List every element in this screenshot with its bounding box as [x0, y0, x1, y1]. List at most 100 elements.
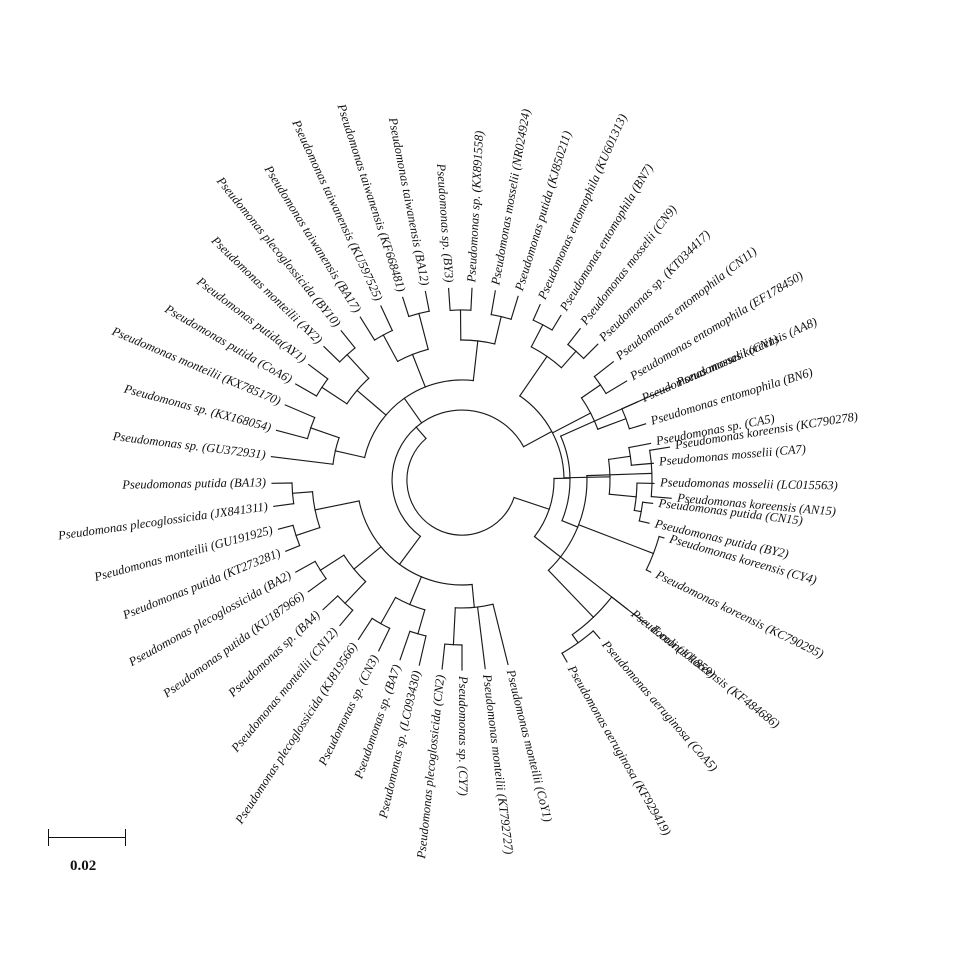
branch-line	[645, 569, 652, 573]
branch-line	[411, 353, 427, 388]
branch-line	[417, 609, 426, 635]
branch-line	[597, 417, 627, 430]
branch-line	[295, 526, 321, 537]
branch-line	[621, 401, 639, 410]
branch-line	[353, 545, 382, 570]
branch-line	[307, 363, 329, 380]
branch-line	[344, 580, 367, 605]
branch-line	[334, 450, 366, 459]
branch-line	[359, 316, 376, 341]
branch-line	[285, 544, 301, 552]
branch-line	[533, 535, 649, 626]
branch-line	[608, 493, 637, 498]
branch-line	[530, 324, 544, 348]
branch-line	[519, 355, 548, 397]
branch-line	[580, 384, 602, 399]
leaf-label: E.coli (J01859)	[647, 621, 718, 681]
branch-line	[630, 462, 654, 466]
branch-line	[561, 652, 568, 663]
branch-line	[551, 314, 562, 331]
branch-line	[322, 595, 339, 611]
leaf-label: Pseudomonas sp. (GU372931)	[111, 429, 266, 462]
branch-line	[273, 503, 295, 508]
branch-line	[415, 426, 427, 440]
branch-arc	[406, 437, 515, 536]
branch-line	[323, 345, 341, 363]
branch-line	[628, 442, 652, 449]
branch-line	[510, 295, 519, 321]
branch-line	[284, 404, 316, 419]
branch-line	[513, 496, 550, 510]
branch-line	[561, 519, 579, 528]
branch-line	[399, 630, 411, 661]
branch-line	[551, 412, 592, 434]
branch-line	[403, 397, 423, 424]
leaf-label: Pseudomonas sp. (KX891558)	[464, 130, 486, 283]
scale-bar-label: 0.02	[70, 858, 97, 874]
leaf-label: Pseudomonas putida (BA13)	[121, 475, 266, 492]
leaf-label: Pseudomonas sp. (CY7)	[456, 675, 470, 796]
branch-line	[452, 607, 456, 646]
branch-line	[357, 617, 373, 641]
branch-line	[638, 520, 650, 524]
branch-line	[472, 340, 479, 382]
branch-line	[319, 554, 345, 572]
branch-line	[346, 353, 370, 380]
branch-line	[649, 446, 671, 451]
branch-line	[295, 560, 316, 573]
branch-line	[494, 315, 502, 345]
branch-line	[270, 455, 334, 465]
branch-line	[577, 524, 655, 555]
branch-line	[321, 386, 348, 405]
branch-line	[586, 472, 653, 477]
branch-line	[492, 603, 509, 666]
branch-line	[567, 327, 582, 346]
branch-line	[340, 329, 356, 349]
branch-line	[377, 627, 391, 652]
scale-bar-line	[48, 828, 126, 846]
leaf-label: Pseudomonas aeruginosa (KF929419)	[564, 662, 673, 838]
branch-line	[658, 535, 665, 539]
branch-line	[490, 290, 496, 316]
branch-line	[471, 583, 475, 609]
branch-line	[380, 305, 394, 332]
branch-line	[356, 389, 387, 416]
branch-line	[409, 576, 423, 606]
branch-line	[476, 606, 486, 670]
branch-line	[307, 577, 327, 593]
branch-line	[605, 380, 628, 395]
branch-line	[291, 491, 314, 494]
branch-line	[424, 290, 430, 312]
branch-line	[275, 429, 309, 440]
branch-line	[607, 455, 631, 461]
branch-line	[633, 509, 642, 513]
branch-line	[382, 334, 399, 363]
branch-line	[447, 287, 451, 312]
branch-line	[401, 296, 410, 318]
branch-line	[314, 500, 360, 511]
branch-line	[593, 360, 615, 378]
leaf-label: Pseudomonas sp. (BY3)	[434, 162, 456, 283]
branch-line	[470, 287, 473, 311]
branch-line	[628, 423, 647, 430]
leaf-label: Pseudomonas mosselii (LC015563)	[659, 475, 838, 492]
branch-line	[309, 427, 340, 439]
branch-line	[380, 596, 397, 625]
branch-line	[532, 303, 541, 321]
branch-line	[560, 350, 577, 369]
branch-line	[339, 609, 354, 627]
branch-line	[418, 312, 429, 351]
branch-line	[582, 343, 599, 360]
branch-line	[571, 633, 579, 644]
branch-line	[547, 569, 595, 619]
branch-line	[592, 630, 601, 640]
branch-line	[522, 430, 553, 448]
leaf-labels: Pseudomonas koreensis (AA8)Pseudomonas k…	[56, 101, 859, 860]
branch-line	[294, 383, 318, 397]
leaf-label: Pseudomonas monteilii (KT792727)	[480, 673, 516, 856]
scale-bar: 0.02	[48, 828, 128, 876]
branch-line	[559, 385, 673, 437]
branch-line	[650, 495, 672, 499]
leaf-label: Pseudomonas plecoglossicida (CN2)	[414, 674, 447, 860]
